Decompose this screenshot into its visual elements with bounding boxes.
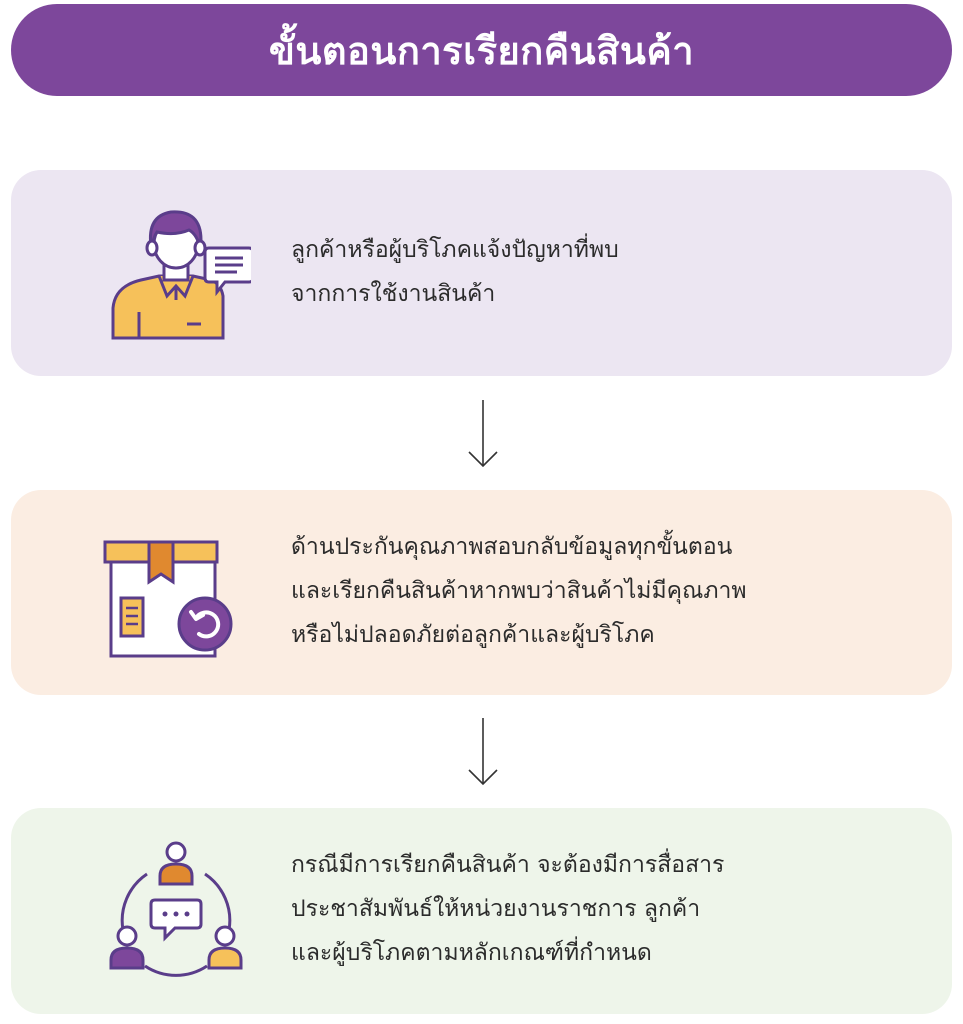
step-1-line-1: ลูกค้าหรือผู้บริโภคแจ้งปัญหาที่พบ bbox=[291, 237, 619, 263]
step-card-3: กรณีมีการเรียกคืนสินค้า จะต้องมีการสื่อส… bbox=[11, 808, 952, 1014]
step-2-text: ด้านประกันคุณภาพสอบกลับข้อมูลทุกขั้นตอน … bbox=[291, 525, 922, 657]
step-1-line-2: จากการใช้งานสินค้า bbox=[291, 281, 496, 307]
step-2-line-2: และเรียกคืนสินค้าหากพบว่าสินค้าไม่มีคุณภ… bbox=[291, 578, 747, 604]
step-2-line-3: หรือไม่ปลอดภัยต่อลูกค้าและผู้บริโภค bbox=[291, 622, 655, 648]
step-1-text: ลูกค้าหรือผู้บริโภคแจ้งปัญหาที่พบ จากการ… bbox=[291, 228, 922, 316]
step-card-1: ลูกค้าหรือผู้บริโภคแจ้งปัญหาที่พบ จากการ… bbox=[11, 170, 952, 376]
down-arrow-icon bbox=[466, 716, 500, 788]
step-3-line-3: และผู้บริโภคตามหลักเกณฑ์ที่กำหนด bbox=[291, 940, 652, 966]
step-card-2: ด้านประกันคุณภาพสอบกลับข้อมูลทุกขั้นตอน … bbox=[11, 490, 952, 695]
step-2-line-1: ด้านประกันคุณภาพสอบกลับข้อมูลทุกขั้นตอน bbox=[291, 534, 733, 560]
product-return-box-icon bbox=[101, 520, 251, 670]
step-3-line-1: กรณีมีการเรียกคืนสินค้า จะต้องมีการสื่อส… bbox=[291, 852, 725, 878]
page-title: ขั้นตอนการเรียกคืนสินค้า bbox=[268, 28, 695, 73]
down-arrow-icon bbox=[466, 398, 500, 470]
step-3-text: กรณีมีการเรียกคืนสินค้า จะต้องมีการสื่อส… bbox=[291, 843, 922, 975]
customer-complaint-icon bbox=[101, 200, 255, 350]
title-banner: ขั้นตอนการเรียกคืนสินค้า bbox=[11, 4, 952, 96]
step-3-line-2: ประชาสัมพันธ์ให้หน่วยงานราชการ ลูกค้า bbox=[291, 896, 701, 922]
communication-group-icon bbox=[101, 838, 251, 988]
